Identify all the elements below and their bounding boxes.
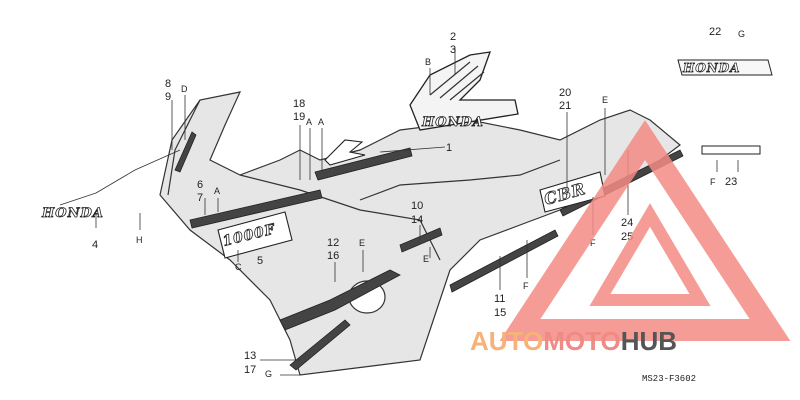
stripe-23 [701, 145, 761, 155]
letter-a-2: A [306, 117, 312, 127]
callout-7: 7 [197, 192, 203, 204]
callout-5: 5 [257, 255, 263, 267]
reference-letters: B D A A A H C E E E F F F G G [136, 29, 745, 379]
callout-18: 18 [293, 98, 305, 110]
letter-a-3: A [318, 117, 324, 127]
stripe-13-17 [289, 319, 351, 371]
callout-20: 20 [559, 87, 571, 99]
letter-d: D [181, 84, 188, 94]
letter-b: B [425, 57, 431, 67]
stripe-11-15 [449, 229, 559, 293]
callout-14: 14 [411, 214, 423, 226]
callout-12: 12 [327, 237, 339, 249]
upper-stripe-1 [314, 147, 413, 181]
callout-22: 22 [709, 26, 721, 38]
letter-f-1: F [523, 281, 529, 291]
letter-g-2: G [265, 369, 272, 379]
callout-13: 13 [244, 350, 256, 362]
watermark-logo [499, 119, 791, 341]
watermark-text: AUTOMOTOHUB [470, 326, 677, 356]
cbr-badge-20-21: CBR [539, 171, 606, 213]
callout-11: 11 [494, 293, 505, 305]
callout-6: 6 [197, 179, 203, 191]
callout-10: 10 [411, 200, 423, 212]
callout-16: 16 [327, 250, 339, 262]
honda-decal-4: HONDA [41, 206, 104, 221]
callout-9: 9 [165, 91, 171, 103]
honda-decal-22: HONDA [677, 59, 773, 76]
stripe-10-14 [399, 227, 443, 253]
svg-text:HONDA: HONDA [682, 61, 740, 75]
callout-numbers: 2 3 1 4 5 6 7 8 9 10 14 11 15 12 16 13 1… [92, 26, 737, 376]
callout-24: 24 [621, 217, 633, 229]
callout-3: 3 [450, 44, 456, 56]
letter-f-2: F [590, 238, 596, 248]
letter-h: H [136, 235, 143, 245]
callout-8: 8 [165, 78, 171, 90]
diagram-reference-code: MS23-F3602 [642, 374, 696, 384]
callout-1: 1 [446, 142, 452, 154]
letter-c: C [235, 262, 242, 272]
stripe-12-16 [279, 269, 401, 331]
letter-f-3: F [710, 177, 716, 187]
letter-a-1: A [214, 186, 220, 196]
callout-17: 17 [244, 364, 256, 376]
honda-wing-emblem: HONDA [409, 51, 519, 131]
letter-e-3: E [602, 95, 608, 105]
letter-e-2: E [423, 254, 429, 264]
callout-23: 23 [725, 176, 737, 188]
callout-19: 19 [293, 111, 305, 123]
letter-e-1: E [359, 238, 365, 248]
wing-emblem-wordmark: HONDA [421, 115, 484, 130]
callout-2: 2 [450, 31, 456, 43]
stripe-6-7 [189, 189, 323, 229]
callout-4: 4 [92, 239, 98, 251]
letter-g-1: G [738, 29, 745, 39]
small-wing-sticker [324, 139, 366, 166]
callout-21: 21 [559, 100, 571, 112]
stripe-8-9 [174, 131, 197, 173]
callout-15: 15 [494, 307, 506, 319]
